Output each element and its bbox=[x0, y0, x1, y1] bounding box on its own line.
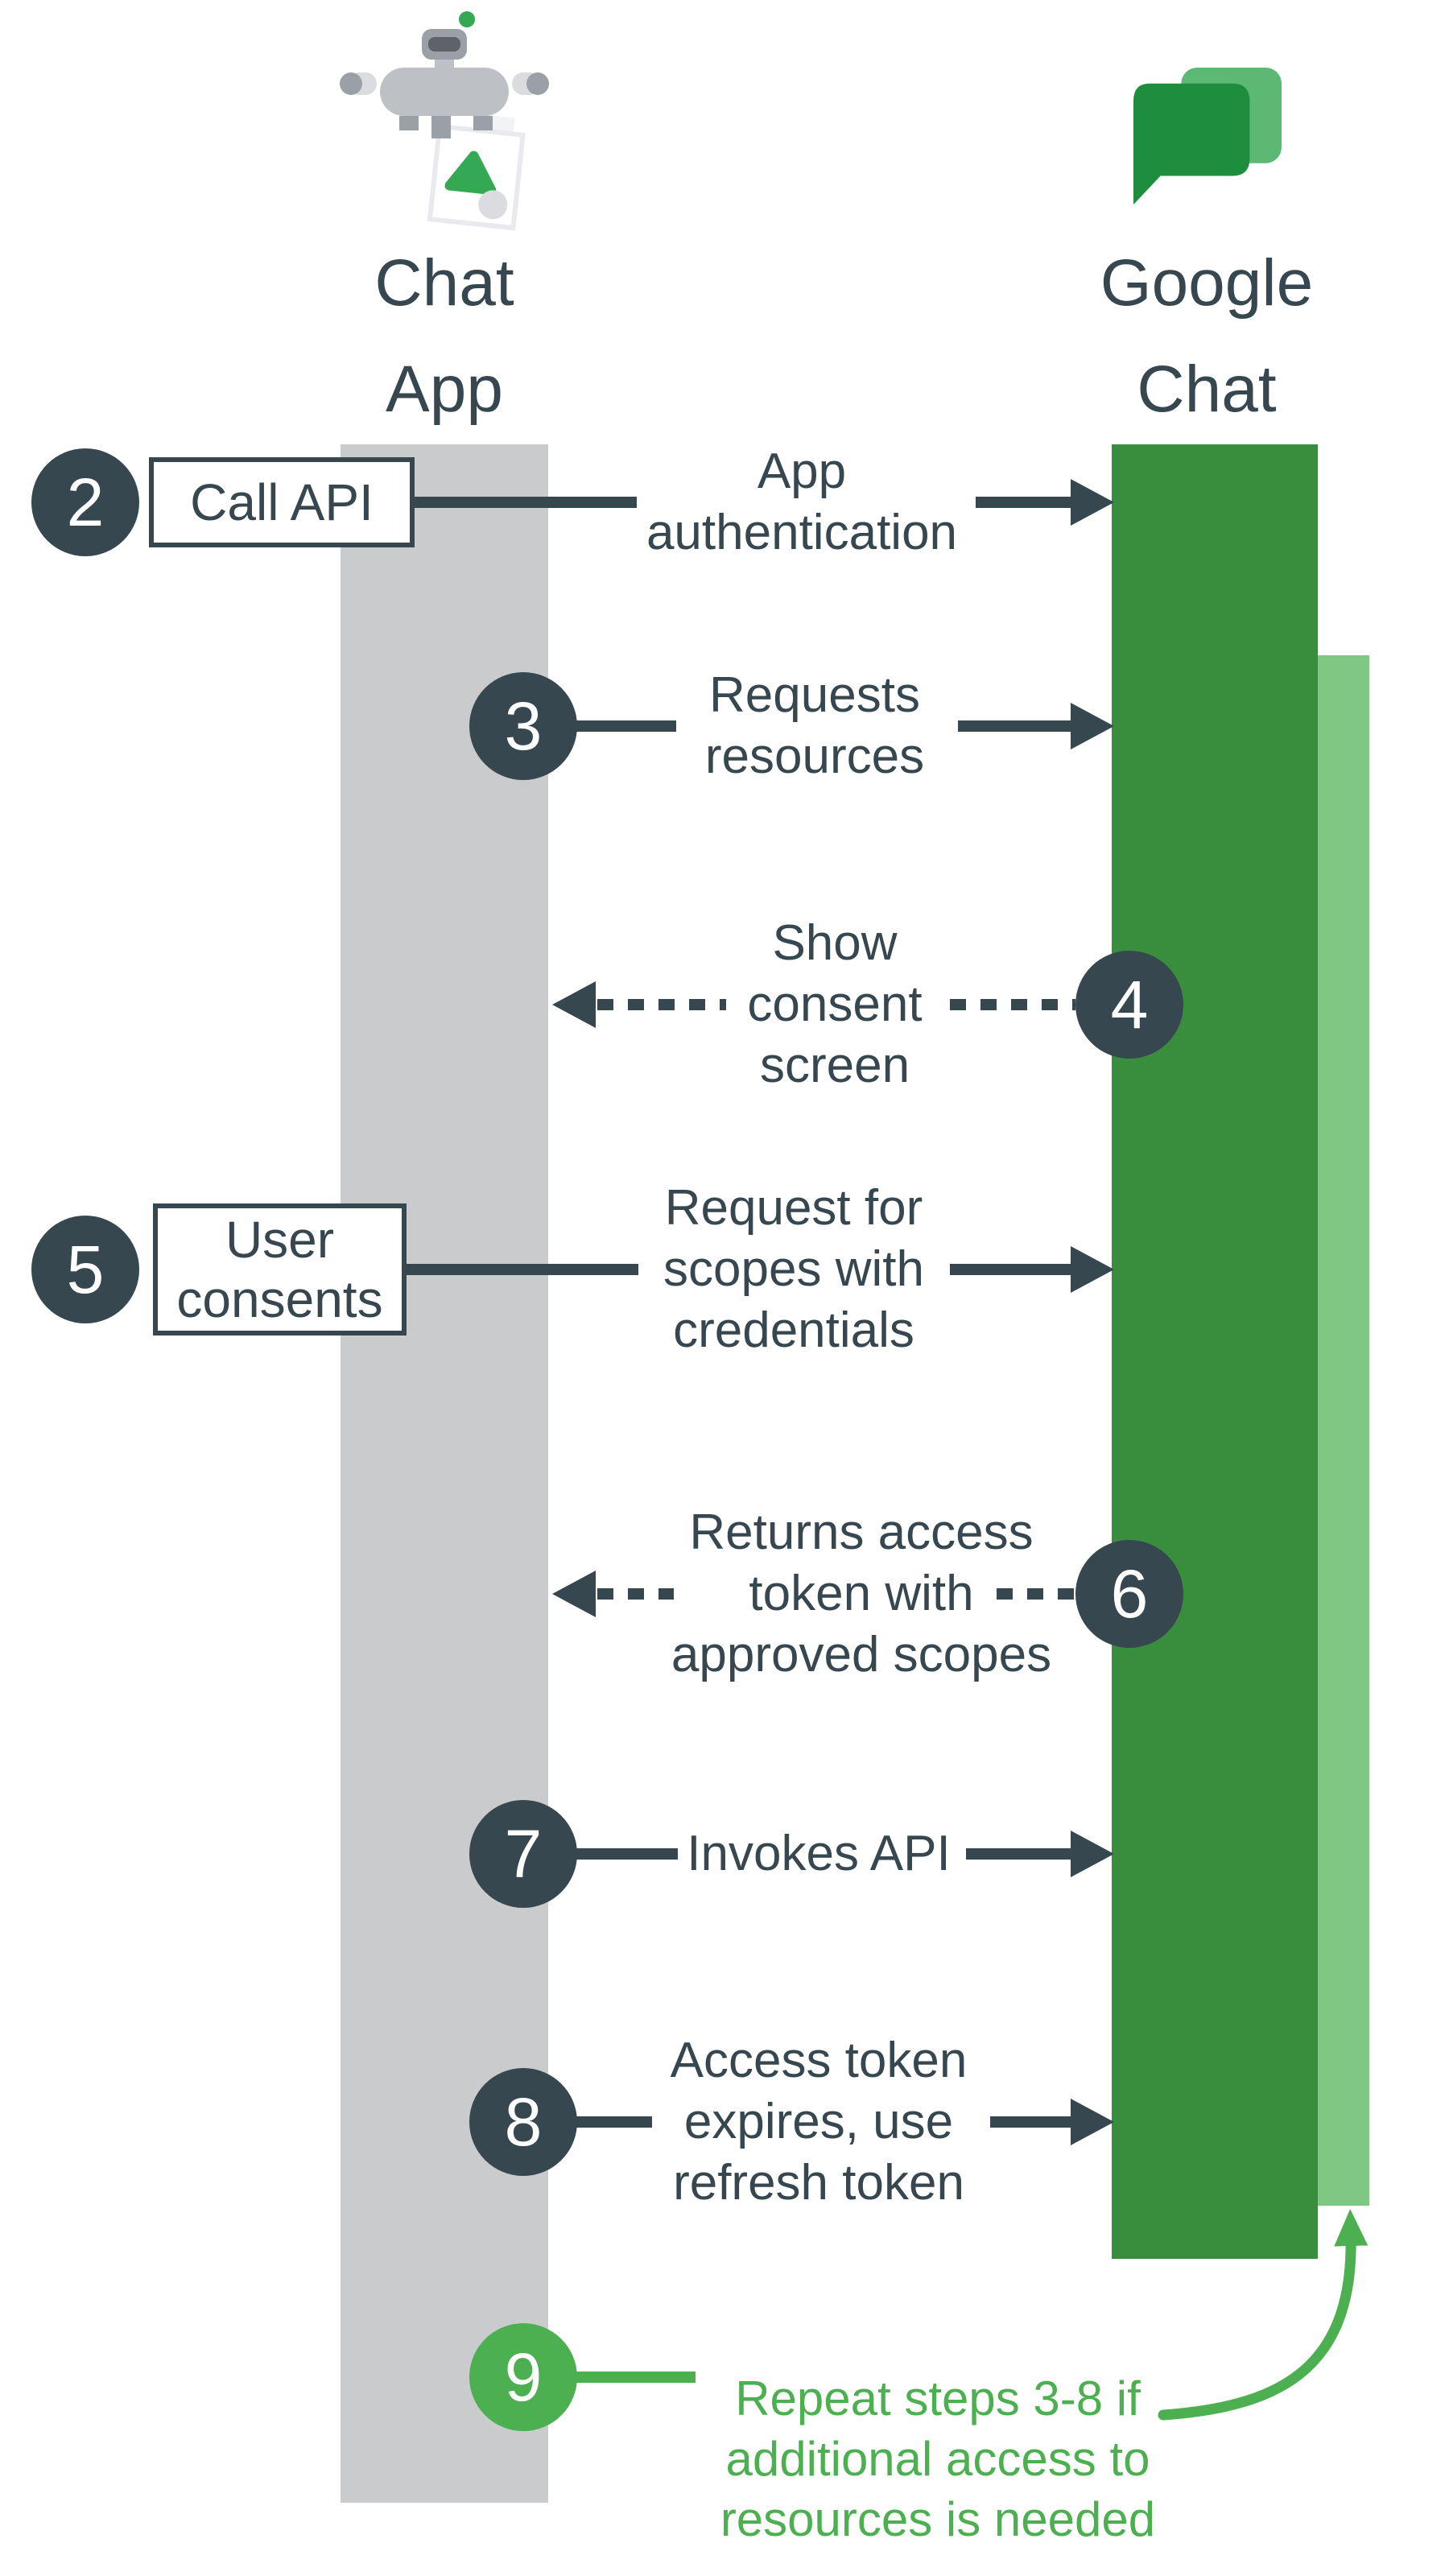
step-5-message: Request for scopes with credentials bbox=[663, 1180, 924, 1358]
robot-visor bbox=[428, 37, 460, 52]
robot-hand-right bbox=[526, 72, 549, 95]
robot-antenna-dot bbox=[459, 11, 475, 27]
step-2-message: App authentication bbox=[646, 444, 958, 560]
step-4-dotted-line-right bbox=[950, 999, 1075, 1010]
step-2-circle: 2 bbox=[31, 448, 139, 556]
step-6-message: Returns access token with approved scope… bbox=[671, 1505, 1052, 1682]
robot-body bbox=[380, 68, 509, 116]
step-6-dotted-line-left bbox=[597, 1588, 674, 1600]
robot-thruster-right bbox=[473, 116, 493, 130]
paper-circle-shape bbox=[478, 190, 508, 220]
step-5-line-right bbox=[950, 1264, 1072, 1275]
step-8-line-right bbox=[990, 2116, 1072, 2128]
step-4-arrowhead bbox=[552, 981, 596, 1028]
step-8-message: Access token expires, use refresh token bbox=[670, 2033, 968, 2211]
step-7-circle: 7 bbox=[469, 1800, 577, 1908]
step-9-circle: 9 bbox=[469, 2323, 577, 2431]
step-2-box: Call API bbox=[149, 457, 415, 547]
step-9-loop-arrow bbox=[1158, 2209, 1368, 2421]
step-3-arrowhead bbox=[1071, 703, 1114, 749]
step-4-message: Show consent screen bbox=[747, 915, 923, 1093]
logo-bubble-dark bbox=[1133, 83, 1250, 205]
robot-neck bbox=[435, 60, 454, 69]
google-chat-logo bbox=[1133, 68, 1282, 205]
step-3-message: Requests resources bbox=[704, 667, 925, 784]
step-3-line-left bbox=[575, 720, 676, 732]
step-7-message: Invokes API bbox=[687, 1826, 951, 1881]
step-6-circle: 6 bbox=[1075, 1540, 1183, 1648]
chat-app-label: Chat App bbox=[374, 246, 514, 426]
step-9-line bbox=[575, 2372, 696, 2383]
step-6-arrowhead bbox=[552, 1571, 596, 1617]
step-3-line-right bbox=[958, 720, 1072, 732]
chat-app-robot-icon bbox=[340, 11, 549, 231]
step-2-line-right bbox=[976, 497, 1072, 508]
google-chat-lifeline bbox=[1112, 444, 1318, 2259]
step-8-circle: 8 bbox=[469, 2068, 577, 2176]
step-4-dotted-line-left bbox=[597, 999, 726, 1010]
google-chat-label: Google Chat bbox=[1100, 246, 1314, 426]
step-5-circle: 5 bbox=[31, 1216, 139, 1323]
step-9-repeat-note: Repeat steps 3-8 if additional access to… bbox=[720, 2372, 1156, 2546]
step-7-line-left bbox=[575, 1848, 678, 1860]
step-4-circle: 4 bbox=[1075, 951, 1183, 1059]
step-2-arrowhead bbox=[1071, 479, 1114, 526]
step-2-line-left bbox=[413, 497, 637, 508]
step-5-arrowhead bbox=[1071, 1246, 1114, 1293]
robot-hand-left bbox=[340, 72, 362, 95]
step-8-arrowhead bbox=[1071, 2099, 1114, 2145]
google-chat-lifeline-secondary bbox=[1318, 655, 1369, 2206]
step-6-dotted-line-right bbox=[997, 1588, 1075, 1600]
robot-thruster-middle bbox=[431, 116, 451, 138]
step-7-line-right bbox=[966, 1848, 1072, 1860]
step-7-arrowhead bbox=[1071, 1831, 1114, 1877]
robot-thruster-left bbox=[399, 116, 419, 130]
step-5-box: User consents bbox=[153, 1203, 407, 1335]
step-3-circle: 3 bbox=[469, 672, 577, 780]
step-8-line-left bbox=[575, 2116, 652, 2128]
paper-triangle-shape bbox=[444, 151, 497, 196]
step-5-line-left bbox=[405, 1264, 638, 1275]
